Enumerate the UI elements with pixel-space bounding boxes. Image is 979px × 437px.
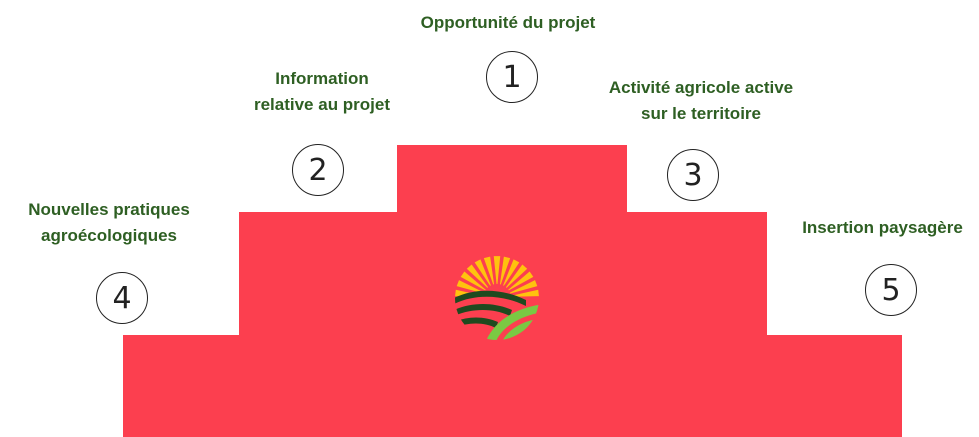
step-3-number-badge: 3 [667,149,719,201]
sun-ray [483,256,495,285]
sun-ray [460,271,486,291]
step-5-number-badge: 5 [865,264,917,316]
agriculture-sun-field-logo-icon [455,256,539,340]
step-5-label: Insertion paysagère [802,218,963,237]
sun-ray [503,259,520,286]
step-4-number-badge: 4 [96,272,148,324]
sun-ray [510,289,539,297]
sun-ray [499,256,511,285]
step-3-label: Activité agricole active sur le territoi… [608,78,794,123]
step-2-number-badge: 2 [292,144,344,196]
step-4-label: Nouvelles pratiques agroécologiques [28,200,190,245]
sun-ray [493,256,501,285]
step-1-label: Opportunité du projet [420,13,596,32]
step-1-number-badge: 1 [486,51,538,103]
podium-top [397,145,627,213]
podium-base [123,335,902,437]
dark-field-band-1 [455,290,526,306]
sun-ray [509,280,538,294]
sun-ray [474,259,491,286]
dark-field-band-3 [455,317,498,328]
step-2-label: Information relative au projet [253,69,391,114]
sun-ray [508,271,534,291]
sun-rays-icon [455,256,539,297]
dark-field-band-2 [455,304,512,316]
sun-ray [466,264,489,288]
sun-ray [456,280,485,294]
light-field-band-1 [484,304,539,340]
sun-ray [505,264,528,288]
light-field-band-3 [516,332,539,340]
